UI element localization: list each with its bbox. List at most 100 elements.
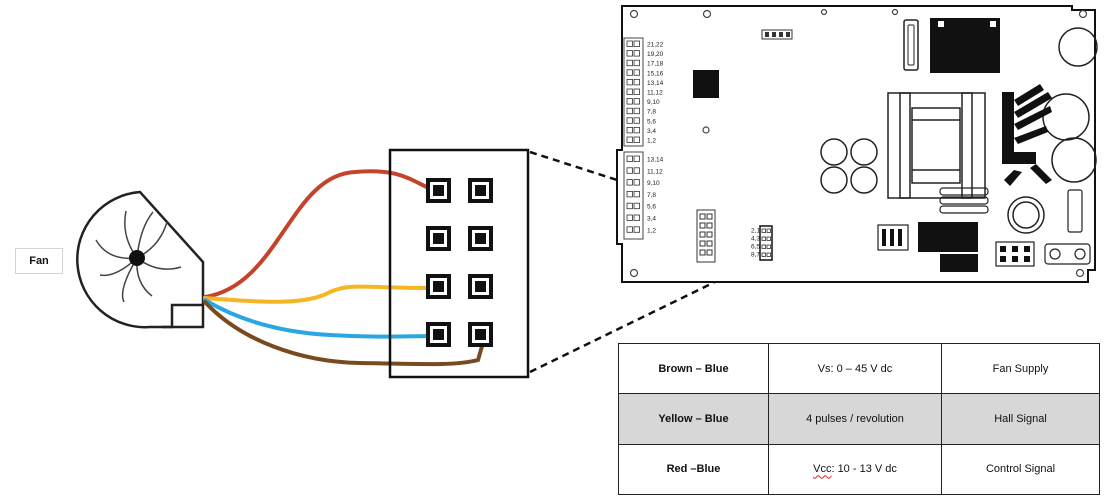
- wire-pair-cell: Yellow – Blue: [618, 393, 769, 445]
- header-pin: [633, 59, 640, 67]
- fan-icon: [76, 190, 205, 329]
- header-pin: [633, 214, 640, 221]
- pin-label: 3,4: [647, 216, 656, 223]
- connector-pin: [426, 178, 451, 203]
- header-pin: [626, 79, 633, 86]
- signal-cell: 4 pulses / revolution: [768, 393, 942, 445]
- header-pin: [633, 226, 640, 233]
- pin-label: 19,20: [647, 51, 664, 58]
- header-pin: [626, 226, 633, 233]
- header-pin: [626, 167, 633, 174]
- pin-label: 7,8: [647, 109, 656, 116]
- connector: [388, 148, 530, 379]
- header-pin: [626, 190, 633, 198]
- table-row: Yellow – Blue 4 pulses / revolution Hall…: [618, 393, 1100, 445]
- header-pin: [633, 136, 640, 143]
- pin-label: 4,3: [751, 236, 760, 243]
- header-pin: [761, 236, 766, 241]
- pin-label: 2,1: [751, 228, 760, 235]
- pin-label: 5,6: [647, 118, 656, 125]
- header-pin: [761, 252, 766, 257]
- pin-label: 11,12: [647, 168, 663, 175]
- header-pin: [633, 190, 640, 198]
- header-pin: [626, 40, 633, 47]
- yellow-wire: [203, 284, 439, 304]
- connector-pin: [426, 274, 451, 299]
- header-pin: [626, 179, 633, 186]
- wire-end-dots: [434, 189, 488, 339]
- pin-label: 21,22: [647, 42, 664, 49]
- header-pin: [626, 117, 633, 124]
- header-pin: [766, 228, 771, 233]
- header-pin: [626, 69, 633, 76]
- header-small: [761, 228, 771, 257]
- header-pin: [761, 244, 766, 249]
- pin-label: 13,14: [647, 157, 664, 164]
- header-pin: [626, 127, 633, 134]
- fan-label: Fan: [15, 248, 63, 274]
- pin-label: 9,10: [647, 99, 660, 106]
- header-pin: [626, 107, 633, 115]
- connector-pin: [468, 274, 493, 299]
- connector-pin: [426, 226, 451, 251]
- pin-label: 6,5: [751, 244, 760, 251]
- header-pin: [766, 236, 771, 241]
- header-pin: [766, 244, 771, 249]
- header-pin: [633, 50, 640, 57]
- pin-label: 1,2: [647, 138, 656, 145]
- connector-pins: [426, 178, 493, 347]
- header-pin: [633, 202, 640, 210]
- header-pin: [633, 179, 640, 186]
- wire-legend-table: Brown – Blue Vs: 0 – 45 V dc Fan Supply …: [618, 342, 1100, 496]
- function-cell: Control Signal: [941, 443, 1100, 496]
- brown-wire: [203, 300, 487, 367]
- table-row: Red –Blue Vcc: 10 - 13 V dc Control Sign…: [618, 443, 1100, 496]
- wires: [203, 169, 487, 367]
- pin-label: 15,16: [647, 70, 664, 77]
- header-pin: [633, 117, 640, 124]
- pin-label: 7,8: [647, 192, 656, 199]
- header-pin: [626, 136, 633, 143]
- header-pin: [633, 79, 640, 86]
- connector-pin: [468, 322, 493, 347]
- pin-label: 13,14: [647, 80, 664, 87]
- pin-label: 17,18: [647, 61, 664, 68]
- wire-pair-cell: Red –Blue: [618, 443, 769, 496]
- pin-label: 5,6: [647, 204, 656, 211]
- connector-pin: [468, 178, 493, 203]
- header-pin: [626, 202, 633, 210]
- pin-label: 3,4: [647, 128, 656, 135]
- header-pin: [633, 155, 640, 162]
- header-pin: [626, 50, 633, 57]
- function-cell: Fan Supply: [941, 342, 1100, 395]
- header-pin: [633, 127, 640, 134]
- signal-cell: Vs: 0 – 45 V dc: [768, 342, 942, 395]
- signal-value: : 10 - 13 V dc: [831, 463, 897, 476]
- function-cell: Hall Signal: [941, 393, 1100, 445]
- header-pin: [633, 40, 640, 47]
- header-pin: [633, 88, 640, 95]
- pin-label: 8,7: [751, 252, 760, 259]
- fan-label-text: Fan: [29, 255, 49, 267]
- signal-prefix: Vcc: [813, 463, 832, 476]
- header-pin: [766, 252, 771, 257]
- header-pin: [633, 98, 640, 105]
- header-pin: [626, 59, 633, 67]
- circuit-board: [616, 5, 1098, 283]
- header-pin: [761, 228, 766, 233]
- header-pin: [633, 69, 640, 76]
- header-pin: [626, 214, 633, 221]
- red-wire: [203, 169, 439, 299]
- header-pin: [633, 107, 640, 115]
- header-pin: [626, 155, 633, 162]
- header-pin: [626, 98, 633, 105]
- header-bottom: [626, 155, 640, 233]
- signal-cell: Vcc: 10 - 13 V dc: [768, 443, 942, 496]
- wire-pair-cell: Brown – Blue: [618, 342, 769, 395]
- pin-label: 11,12: [647, 90, 663, 97]
- header-pin: [633, 167, 640, 174]
- pin-label: 1,2: [647, 227, 656, 234]
- header-pin: [626, 88, 633, 95]
- connector-pin: [426, 322, 451, 347]
